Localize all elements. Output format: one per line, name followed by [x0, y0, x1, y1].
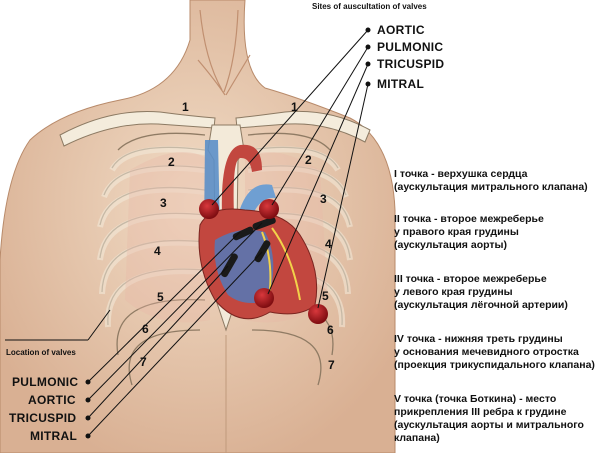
location-leader-lines [5, 222, 263, 437]
rib-label-left-4: 4 [154, 244, 161, 258]
rib-label-right-1: 1 [291, 100, 298, 114]
location-label-mitral: MITRAL [30, 429, 78, 443]
auscultation-sites [199, 199, 328, 324]
note-line: IV точка - нижняя треть грудины [394, 333, 563, 345]
right-ventricle [214, 229, 274, 304]
note-line: (аускультация митрального клапана) [394, 181, 588, 193]
rib-label-right-5: 5 [322, 289, 329, 303]
note-point-4: IV точка - нижняя треть грудины у основа… [394, 333, 604, 372]
pulmonic-valve-bar [232, 226, 254, 241]
site-label-tricuspid: TRICUSPID [377, 57, 445, 71]
rib-label-right-3: 3 [320, 192, 327, 206]
note-line: II точка - второе межреберье [394, 213, 544, 225]
site-leader-lines [211, 29, 369, 309]
note-line: клапана) [394, 432, 440, 444]
left-lung [125, 152, 210, 323]
note-line: III точка - второе межреберье [394, 273, 547, 285]
locations-title: Location of valves [6, 348, 76, 357]
aortic-arch [221, 144, 262, 215]
mitral-site-dot [308, 304, 328, 324]
rib-label-right-2: 2 [305, 153, 312, 167]
rib-label-right-6: 6 [327, 323, 334, 337]
note-line: I точка - верхушка сердца [394, 168, 528, 180]
rib-label-right-4: 4 [325, 237, 332, 251]
sites-title: Sites of auscultation of valves [312, 2, 427, 11]
note-line: (аускультация лёгочной артерии) [394, 299, 568, 311]
note-line: (аускультация аорты) [394, 239, 507, 251]
note-line: V точка (точка Боткина) - место [394, 393, 557, 405]
note-line: (проекция трикуспидального клапана) [394, 359, 595, 371]
rib-label-left-7: 7 [140, 355, 147, 369]
mitral-valve-bar [254, 240, 271, 263]
site-label-mitral: MITRAL [377, 77, 425, 91]
neck-muscles [197, 9, 251, 96]
ribcage-fill [97, 146, 353, 328]
aortic-site-dot [199, 199, 219, 219]
location-label-tricuspid: TRICUSPID [9, 411, 77, 425]
rib-label-left-2: 2 [168, 155, 175, 169]
rib-label-left-3: 3 [160, 196, 167, 210]
note-point-2: II точка - второе межреберье у правого к… [394, 213, 604, 252]
tricuspid-site-dot [254, 288, 274, 308]
site-label-dots [365, 27, 371, 87]
rib-label-left-1: 1 [182, 100, 189, 114]
pulmonic-site-dot [259, 199, 279, 219]
tricuspid-valve-bar [221, 253, 238, 278]
note-line: прикрепления III ребра к грудине [394, 406, 567, 418]
note-line: у основания мечевидного отростка [394, 346, 579, 358]
rib-label-left-6: 6 [142, 322, 149, 336]
rib-label-left-5: 5 [157, 290, 164, 304]
note-line: (аускультация аорты и митрального [394, 419, 584, 431]
note-point-3: III точка - второе межреберье у левого к… [394, 273, 604, 312]
rib-label-right-7: 7 [328, 358, 335, 372]
site-label-pulmonic: PULMONIC [377, 40, 444, 54]
location-label-dots [85, 379, 91, 439]
location-label-aortic: AORTIC [28, 393, 76, 407]
note-line: у правого края грудины [394, 226, 519, 238]
note-line: у левого края грудины [394, 286, 513, 298]
location-label-pulmonic: PULMONIC [12, 375, 79, 389]
note-point-5: V точка (точка Боткина) - место прикрепл… [394, 393, 604, 445]
note-point-1: I точка - верхушка сердца (аускультация … [394, 168, 604, 194]
site-label-aortic: AORTIC [377, 23, 425, 37]
